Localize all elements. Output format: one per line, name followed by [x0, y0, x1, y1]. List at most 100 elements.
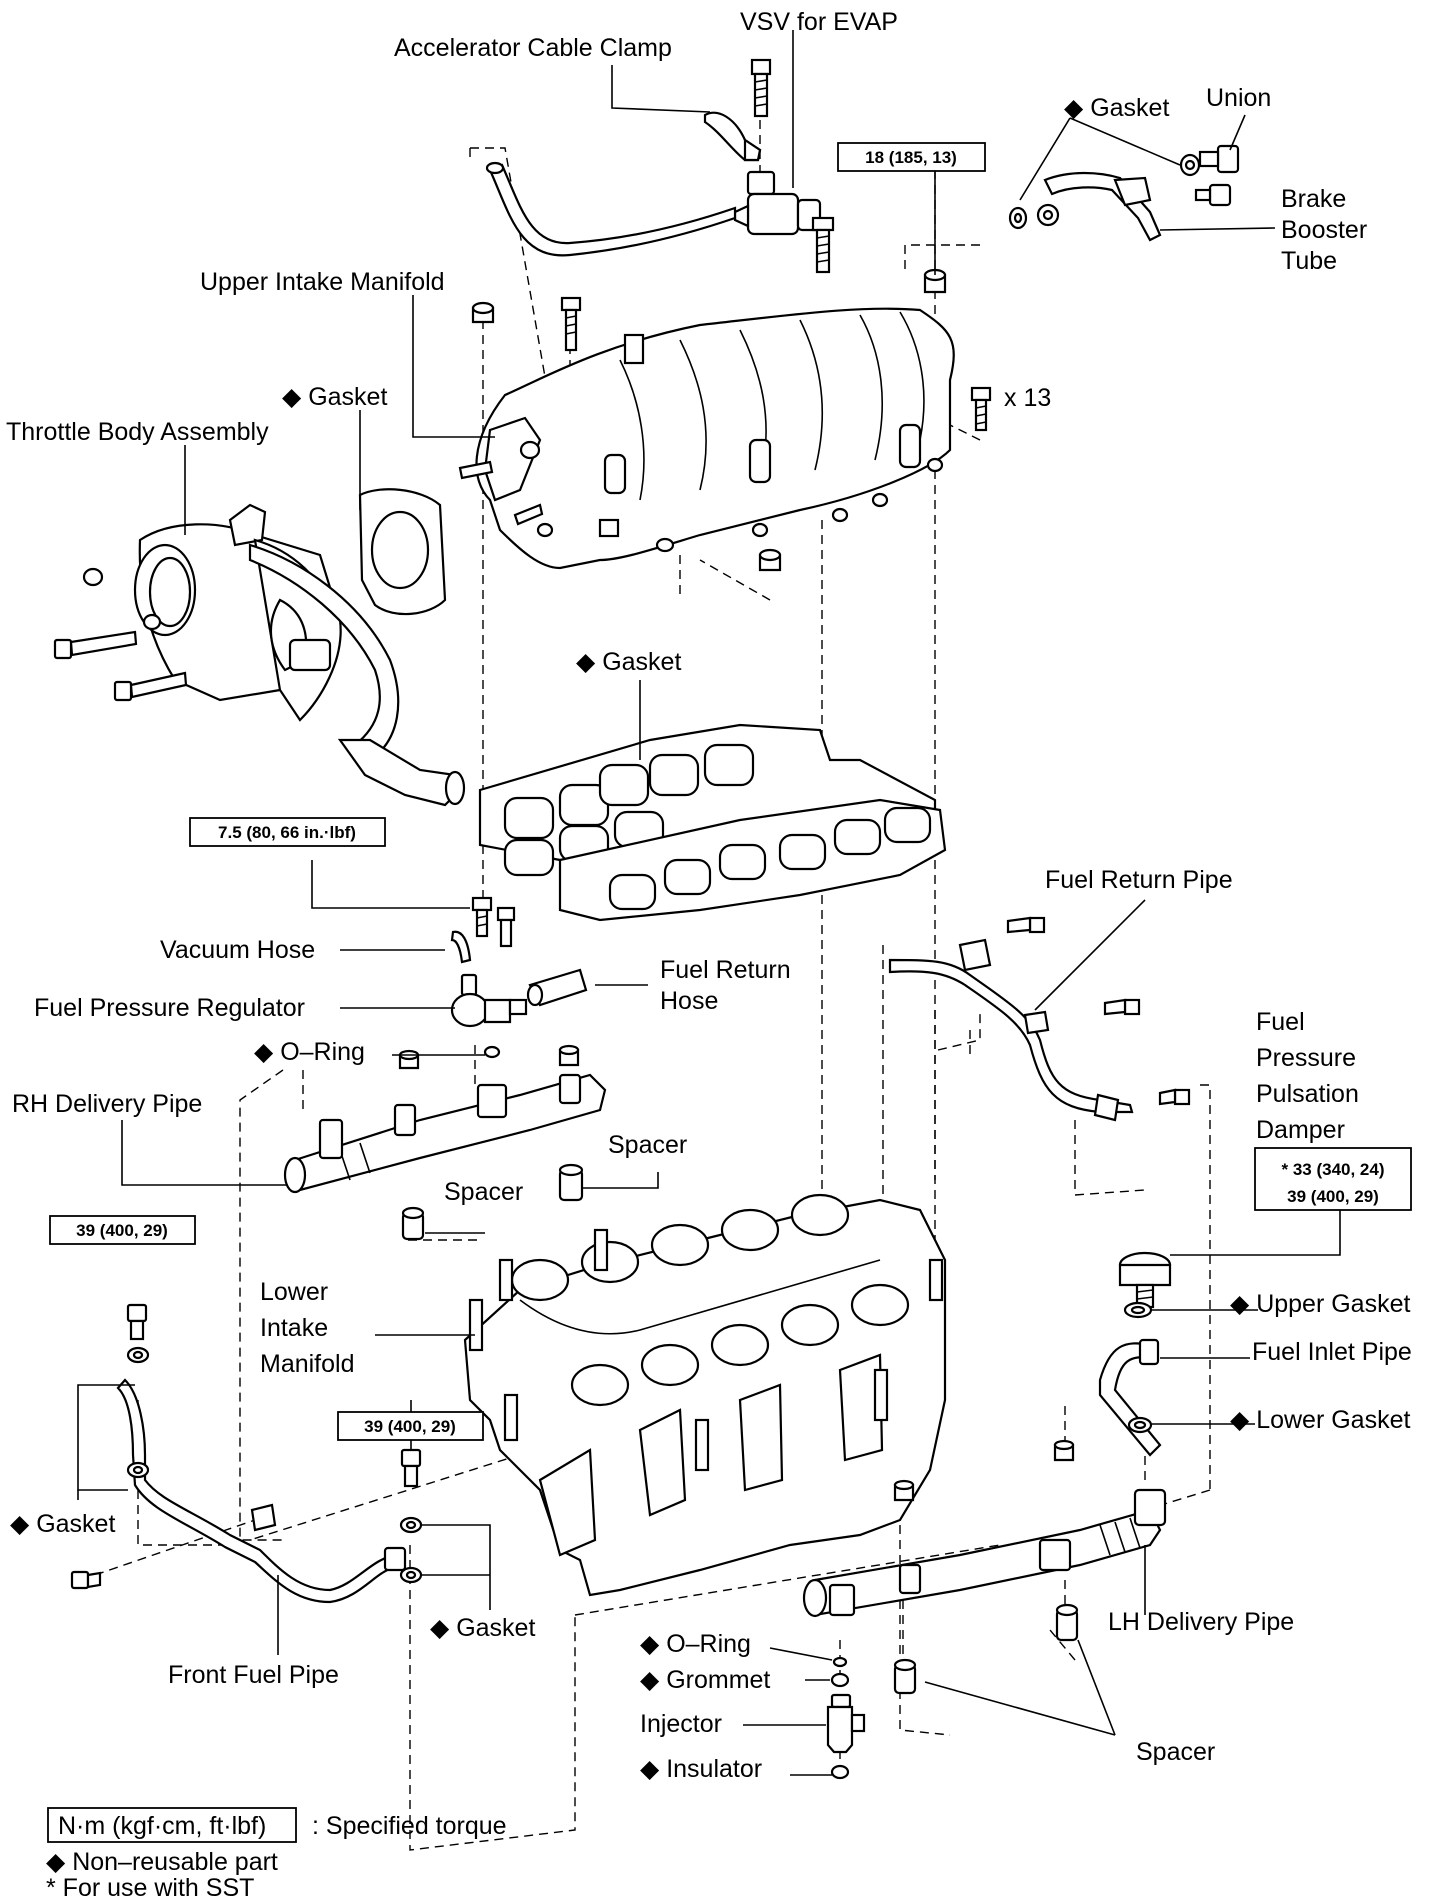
spacer-right-part — [558, 1163, 584, 1202]
label-lower-intake-3: Manifold — [260, 1350, 355, 1378]
label-o-ring-bottom: ◆ O–Ring — [640, 1630, 751, 1658]
diamond-icon: ◆ — [254, 1038, 274, 1066]
torque-33-sst-text: * 33 (340, 24) — [1281, 1160, 1384, 1179]
label-vacuum-hose: Vacuum Hose — [160, 936, 315, 964]
nut-lower-upper-manifold — [758, 548, 782, 572]
label-fuel-return-hose-1: Fuel Return — [660, 956, 791, 984]
brake-booster-tube — [1036, 171, 1162, 242]
torque-39-left-text: 39 (400, 29) — [76, 1221, 168, 1240]
union-bolt — [1198, 144, 1240, 174]
diamond-icon: ◆ — [1230, 1406, 1250, 1434]
accelerator-cable-clamp — [703, 111, 762, 162]
fpr-bolt-2 — [496, 906, 516, 948]
diagram-labels: Accelerator Cable Clamp VSV for EVAP ◆ G… — [6, 8, 1412, 1783]
front-fuel-bolt-center — [400, 1448, 422, 1488]
lower-intake-manifold — [463, 1193, 947, 1597]
vsv-bolt — [750, 58, 772, 118]
lh-delivery-bolt-2 — [893, 1479, 915, 1502]
throttle-nut-1 — [82, 567, 104, 587]
label-gasket-left-text: Gasket — [36, 1510, 115, 1538]
label-gasket-throttle: ◆ Gasket — [282, 383, 387, 411]
diamond-icon: ◆ — [1064, 94, 1084, 122]
rh-delivery-bolt-1 — [398, 1049, 420, 1070]
grommet-part — [830, 1672, 850, 1688]
throttle-body-gasket — [358, 488, 447, 616]
diamond-icon: ◆ — [282, 383, 302, 411]
injector-part — [826, 1693, 866, 1754]
fuel-return-bolt-1 — [1006, 916, 1046, 934]
label-spacer-bottom: Spacer — [1136, 1738, 1215, 1766]
label-insulator: ◆ Insulator — [640, 1755, 762, 1783]
torque-box-39-left: 39 (400, 29) — [49, 1215, 196, 1245]
label-lower-gasket-text: Lower Gasket — [1256, 1406, 1410, 1434]
label-o-ring-bottom-text: O–Ring — [666, 1630, 751, 1658]
label-fppd-1: Fuel — [1256, 1008, 1305, 1036]
fuel-return-bolt-3 — [1158, 1088, 1191, 1106]
throttle-nut-2 — [142, 613, 162, 631]
label-accelerator-cable-clamp: Accelerator Cable Clamp — [394, 34, 672, 62]
label-upper-gasket-text: Upper Gasket — [1256, 1290, 1410, 1318]
evap-hose — [485, 161, 737, 257]
torque-18-text: 18 (185, 13) — [865, 148, 957, 167]
lower-gasket-part — [1127, 1416, 1153, 1434]
upper-manifold-stud — [458, 460, 544, 526]
torque-box-damper: * 33 (340, 24) 39 (400, 29) — [1254, 1147, 1412, 1211]
fuel-pressure-regulator — [450, 973, 512, 1028]
throttle-bolt-1 — [53, 630, 138, 660]
upper-manifold-nut — [471, 301, 495, 324]
diamond-icon: ◆ — [640, 1755, 660, 1783]
bolt-x13 — [970, 386, 992, 432]
front-fuel-gasket-4 — [399, 1566, 423, 1584]
intake-manifold-gasket — [478, 723, 947, 922]
label-upper-gasket: ◆ Upper Gasket — [1230, 1290, 1410, 1318]
label-vsv-evap: VSV for EVAP — [740, 8, 898, 36]
label-gasket-union-text: Gasket — [1090, 94, 1169, 122]
label-gasket-intake: ◆ Gasket — [576, 648, 681, 676]
legend-sst: * For use with SST — [46, 1874, 254, 1898]
front-fuel-gasket-2 — [126, 1461, 150, 1479]
front-fuel-gasket-3 — [399, 1516, 423, 1534]
label-gasket-intake-text: Gasket — [602, 648, 681, 676]
label-o-ring-top: ◆ O–Ring — [254, 1038, 365, 1066]
fpr-bolt — [471, 896, 493, 938]
vacuum-hose — [450, 930, 472, 964]
label-gasket-left: ◆ Gasket — [10, 1510, 115, 1538]
label-fppd-2: Pressure — [1256, 1044, 1356, 1072]
bolt-upper-1 — [811, 216, 835, 274]
diamond-icon: ◆ — [430, 1614, 450, 1642]
gasket-union — [1008, 153, 1201, 230]
fuel-return-bolt-2 — [1103, 998, 1141, 1016]
label-lower-intake-1: Lower — [260, 1278, 328, 1306]
fuel-return-pipe — [888, 938, 1134, 1122]
diamond-icon: ◆ — [640, 1666, 660, 1694]
label-union: Union — [1206, 84, 1271, 112]
leader-lines — [77, 30, 1341, 1776]
legend-torque-desc: : Specified torque — [312, 1812, 507, 1840]
throttle-water-hose — [248, 543, 466, 807]
label-spacer-right: Spacer — [608, 1131, 687, 1159]
label-lower-gasket: ◆ Lower Gasket — [1230, 1406, 1410, 1434]
diamond-icon: ◆ — [640, 1630, 660, 1658]
legend-torque-unit: N·m (kgf·cm, ft·lbf) — [58, 1812, 266, 1840]
fuel-inlet-pipe — [1098, 1338, 1162, 1457]
brake-tube-bolt — [1194, 183, 1232, 207]
front-fuel-bolt-top — [126, 1303, 148, 1341]
diamond-icon: ◆ — [10, 1510, 30, 1538]
label-gasket-center-text: Gasket — [456, 1614, 535, 1642]
label-upper-intake-manifold: Upper Intake Manifold — [200, 268, 445, 296]
throttle-bolt-2 — [113, 671, 188, 702]
upper-gasket-part — [1123, 1301, 1153, 1319]
rh-delivery-pipe — [283, 1073, 607, 1194]
spacer-bottom-2 — [893, 1658, 917, 1695]
insulator-part — [830, 1764, 850, 1780]
upper-manifold-bolt — [560, 296, 582, 352]
o-ring-bottom-part — [832, 1656, 848, 1668]
o-ring-top — [483, 1045, 501, 1059]
torque-box-7-5: 7.5 (80, 66 in.·lbf) — [189, 817, 386, 847]
label-brake-1: Brake — [1281, 185, 1346, 213]
spacer-left-part — [401, 1206, 425, 1241]
label-grommet-text: Grommet — [666, 1666, 770, 1694]
label-rh-delivery-pipe: RH Delivery Pipe — [12, 1090, 202, 1118]
label-fppd-4: Damper — [1256, 1116, 1345, 1144]
label-fuel-inlet-pipe: Fuel Inlet Pipe — [1252, 1338, 1412, 1366]
